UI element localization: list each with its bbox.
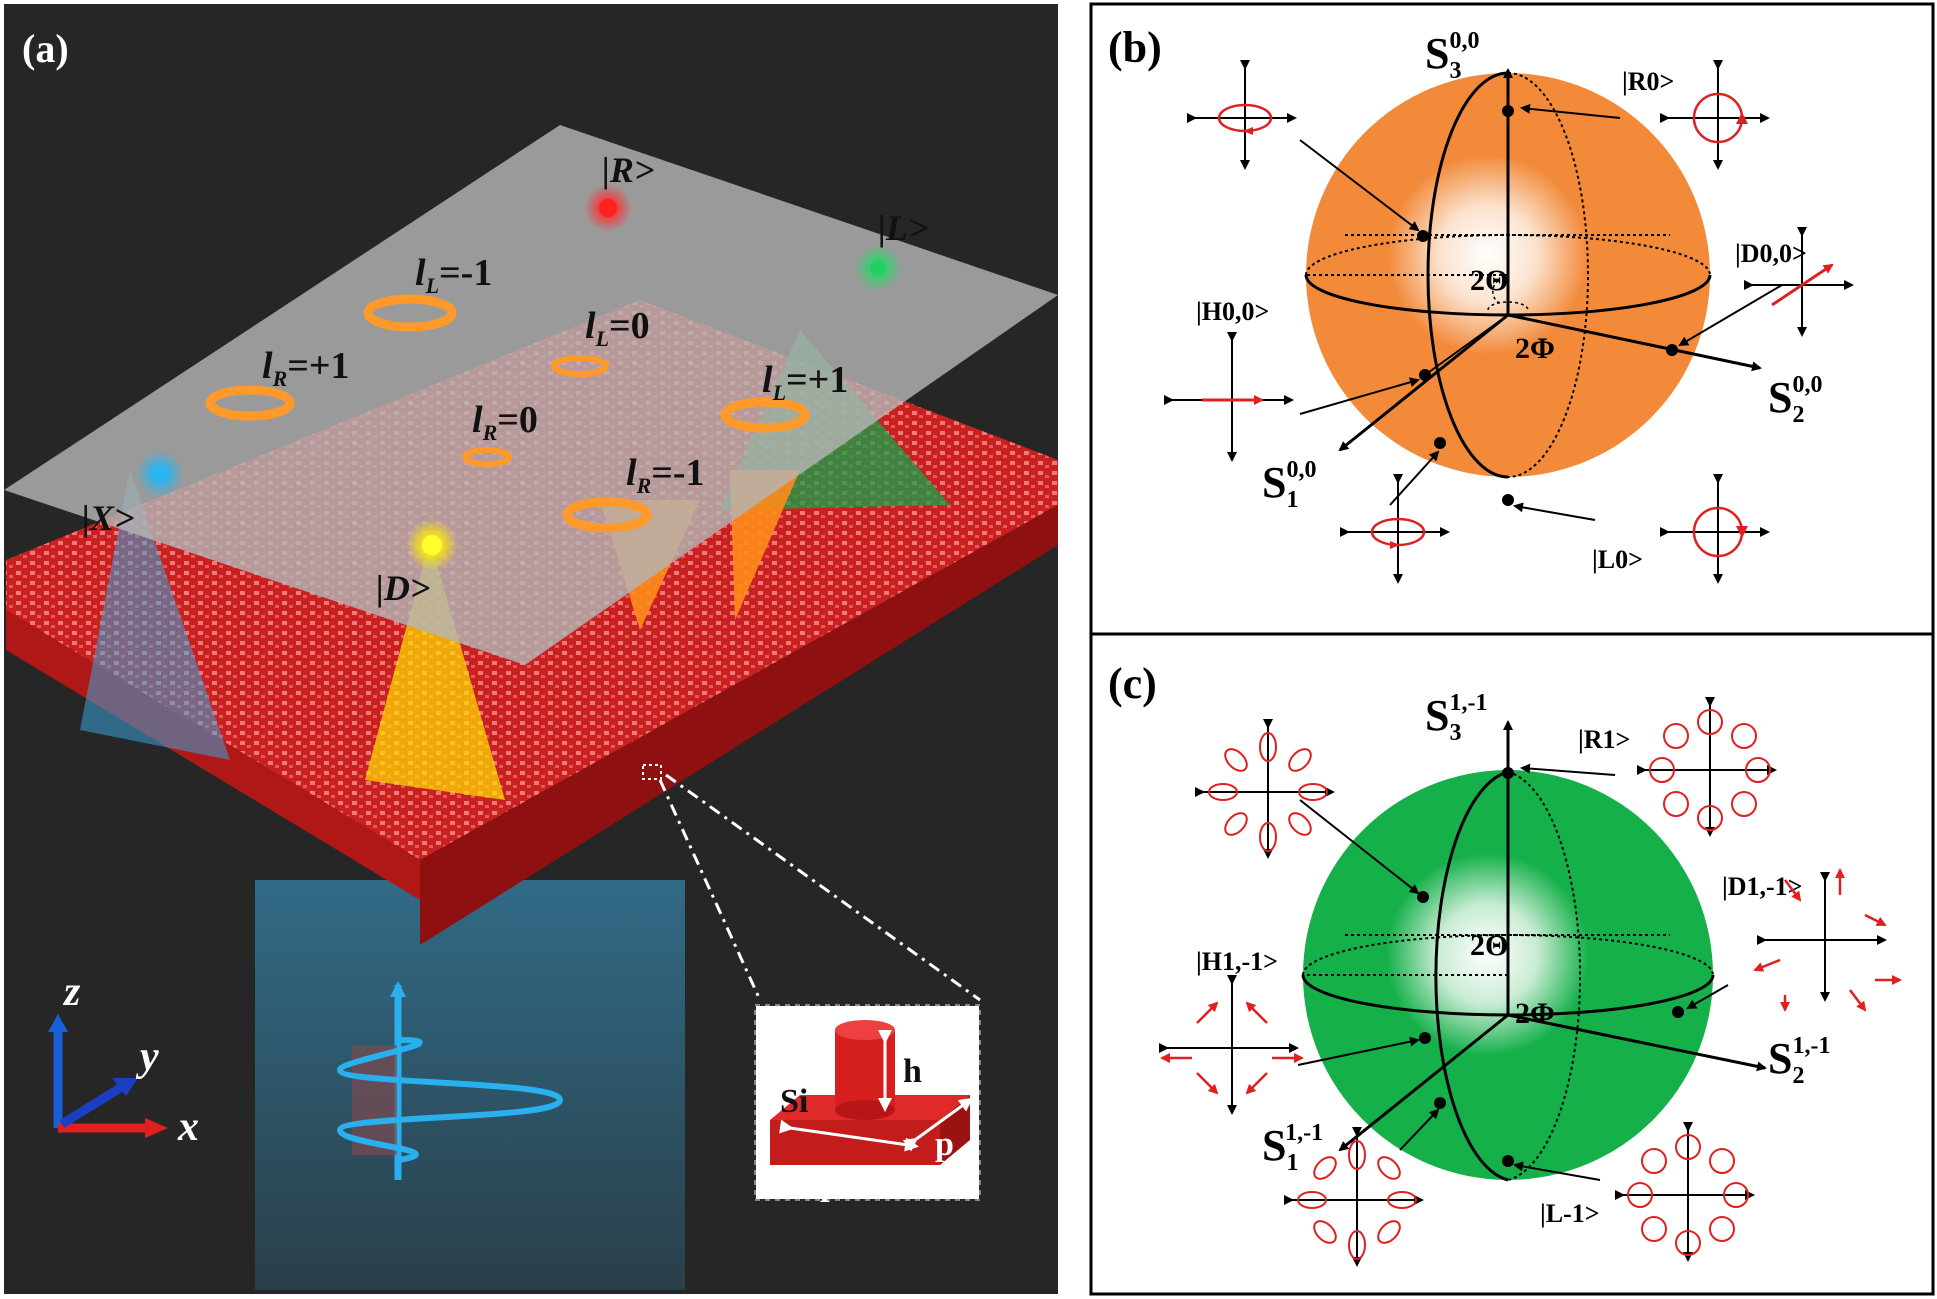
panel-c-label: (c) (1108, 659, 1157, 708)
diagonal-d-icon (1744, 227, 1854, 337)
label-state-r: |R> (602, 150, 654, 190)
label-2phi-c: 2Φ (1515, 997, 1555, 1030)
coordinate-axes: z y x (48, 969, 199, 1150)
label-lR-0: lR=0 (472, 399, 538, 445)
ring-lL-0 (551, 355, 609, 377)
unit-cell-inset: Si h p p (754, 1004, 981, 1203)
vortex-r-icon-left (1195, 719, 1335, 859)
vortex-l-icon-left (1284, 1127, 1424, 1267)
vector-d-icon (1753, 868, 1902, 1012)
zoom-marker (642, 764, 662, 780)
label-z: z (62, 969, 81, 1015)
polarization-icons-b (1164, 60, 1854, 584)
label-lR-m1: lR=-1 (626, 452, 705, 498)
label-s3-b: S30,0 (1425, 28, 1479, 84)
s1-axis-c (1338, 1013, 1509, 1152)
s2-axis (1507, 313, 1762, 372)
detection-screen (4, 125, 1058, 665)
label-2theta-b: 2Θ (1470, 264, 1508, 297)
label-h: h (903, 1053, 922, 1090)
circular-r-icon (1660, 60, 1770, 170)
label-state-l: |L> (878, 208, 928, 248)
label-s2-c: S21,-1 (1768, 1033, 1830, 1089)
state-points-c (1417, 767, 1684, 1167)
label-s2-b: S20,0 (1768, 372, 1822, 428)
ring-lR-0 (462, 447, 512, 467)
label-state-d00: |D0,0> (1735, 239, 1807, 268)
panel-c: (c) 2Θ 2Φ S31,-1 S21,-1 S11,-1 |R1> |L-1… (1089, 632, 1935, 1296)
label-p1: p (820, 1166, 839, 1203)
panel-b: (b) 2Θ 2Φ S30,0 S20,0 S10,0 (1089, 2, 1935, 636)
label-state-h1-1: |H1,-1> (1196, 947, 1278, 976)
vortex-r-icon-right (1637, 697, 1777, 837)
label-lL-0: lL=0 (585, 305, 650, 351)
wave-icon (336, 981, 564, 1180)
label-s1-c: S11,-1 (1262, 1120, 1323, 1176)
label-lR-p1: lR=+1 (262, 345, 350, 391)
elliptical-r-icon (1187, 60, 1297, 170)
label-state-l0: |L0> (1592, 545, 1643, 574)
panel-b-label: (b) (1108, 23, 1162, 72)
elliptical-l-icon (1340, 474, 1450, 584)
label-state-l-1: |L-1> (1540, 1199, 1600, 1228)
label-p2: p (935, 1126, 954, 1163)
label-lL-p1: lL=+1 (762, 359, 848, 405)
oam-labels: lL=-1 lL=0 lL=+1 lR=+1 lR=0 lR=-1 (262, 252, 848, 498)
radial-h-icon (1159, 975, 1304, 1115)
label-2phi-b: 2Φ (1515, 332, 1555, 365)
horizontal-h-icon (1164, 332, 1294, 462)
state-points-b (1417, 105, 1678, 506)
label-state-d: |D> (376, 568, 430, 608)
panel-a: (a) (4, 4, 1058, 1294)
label-state-r1: |R1> (1578, 725, 1630, 754)
circular-l-icon (1660, 474, 1770, 584)
cone-x (80, 470, 230, 760)
label-x: x (177, 1104, 199, 1150)
label-state-r0: |R0> (1622, 67, 1674, 96)
s2-axis-c (1507, 1013, 1767, 1072)
s1-axis (1338, 313, 1509, 452)
label-lL-m1: lL=-1 (415, 252, 492, 298)
label-s3-c: S31,-1 (1425, 690, 1487, 746)
panel-a-label: (a) (22, 26, 69, 71)
label-state-h00: |H0,0> (1196, 297, 1269, 326)
ring-lR-p1 (205, 385, 295, 421)
label-si: Si (780, 1083, 808, 1120)
cone-d (365, 540, 505, 800)
ring-lR-m1 (562, 497, 652, 533)
oam-rings (205, 294, 810, 533)
label-s1-b: S10,0 (1262, 457, 1316, 513)
vector-vortex-icons-c (1159, 697, 1902, 1267)
ring-lL-m1 (363, 294, 457, 332)
unit-cell-base-front (770, 1120, 940, 1165)
label-state-x: |X> (82, 498, 134, 538)
vortex-l-icon-right (1615, 1122, 1755, 1262)
y-axis (59, 1084, 123, 1128)
label-2theta-c: 2Θ (1470, 929, 1508, 962)
ring-lL-p1 (720, 397, 810, 433)
